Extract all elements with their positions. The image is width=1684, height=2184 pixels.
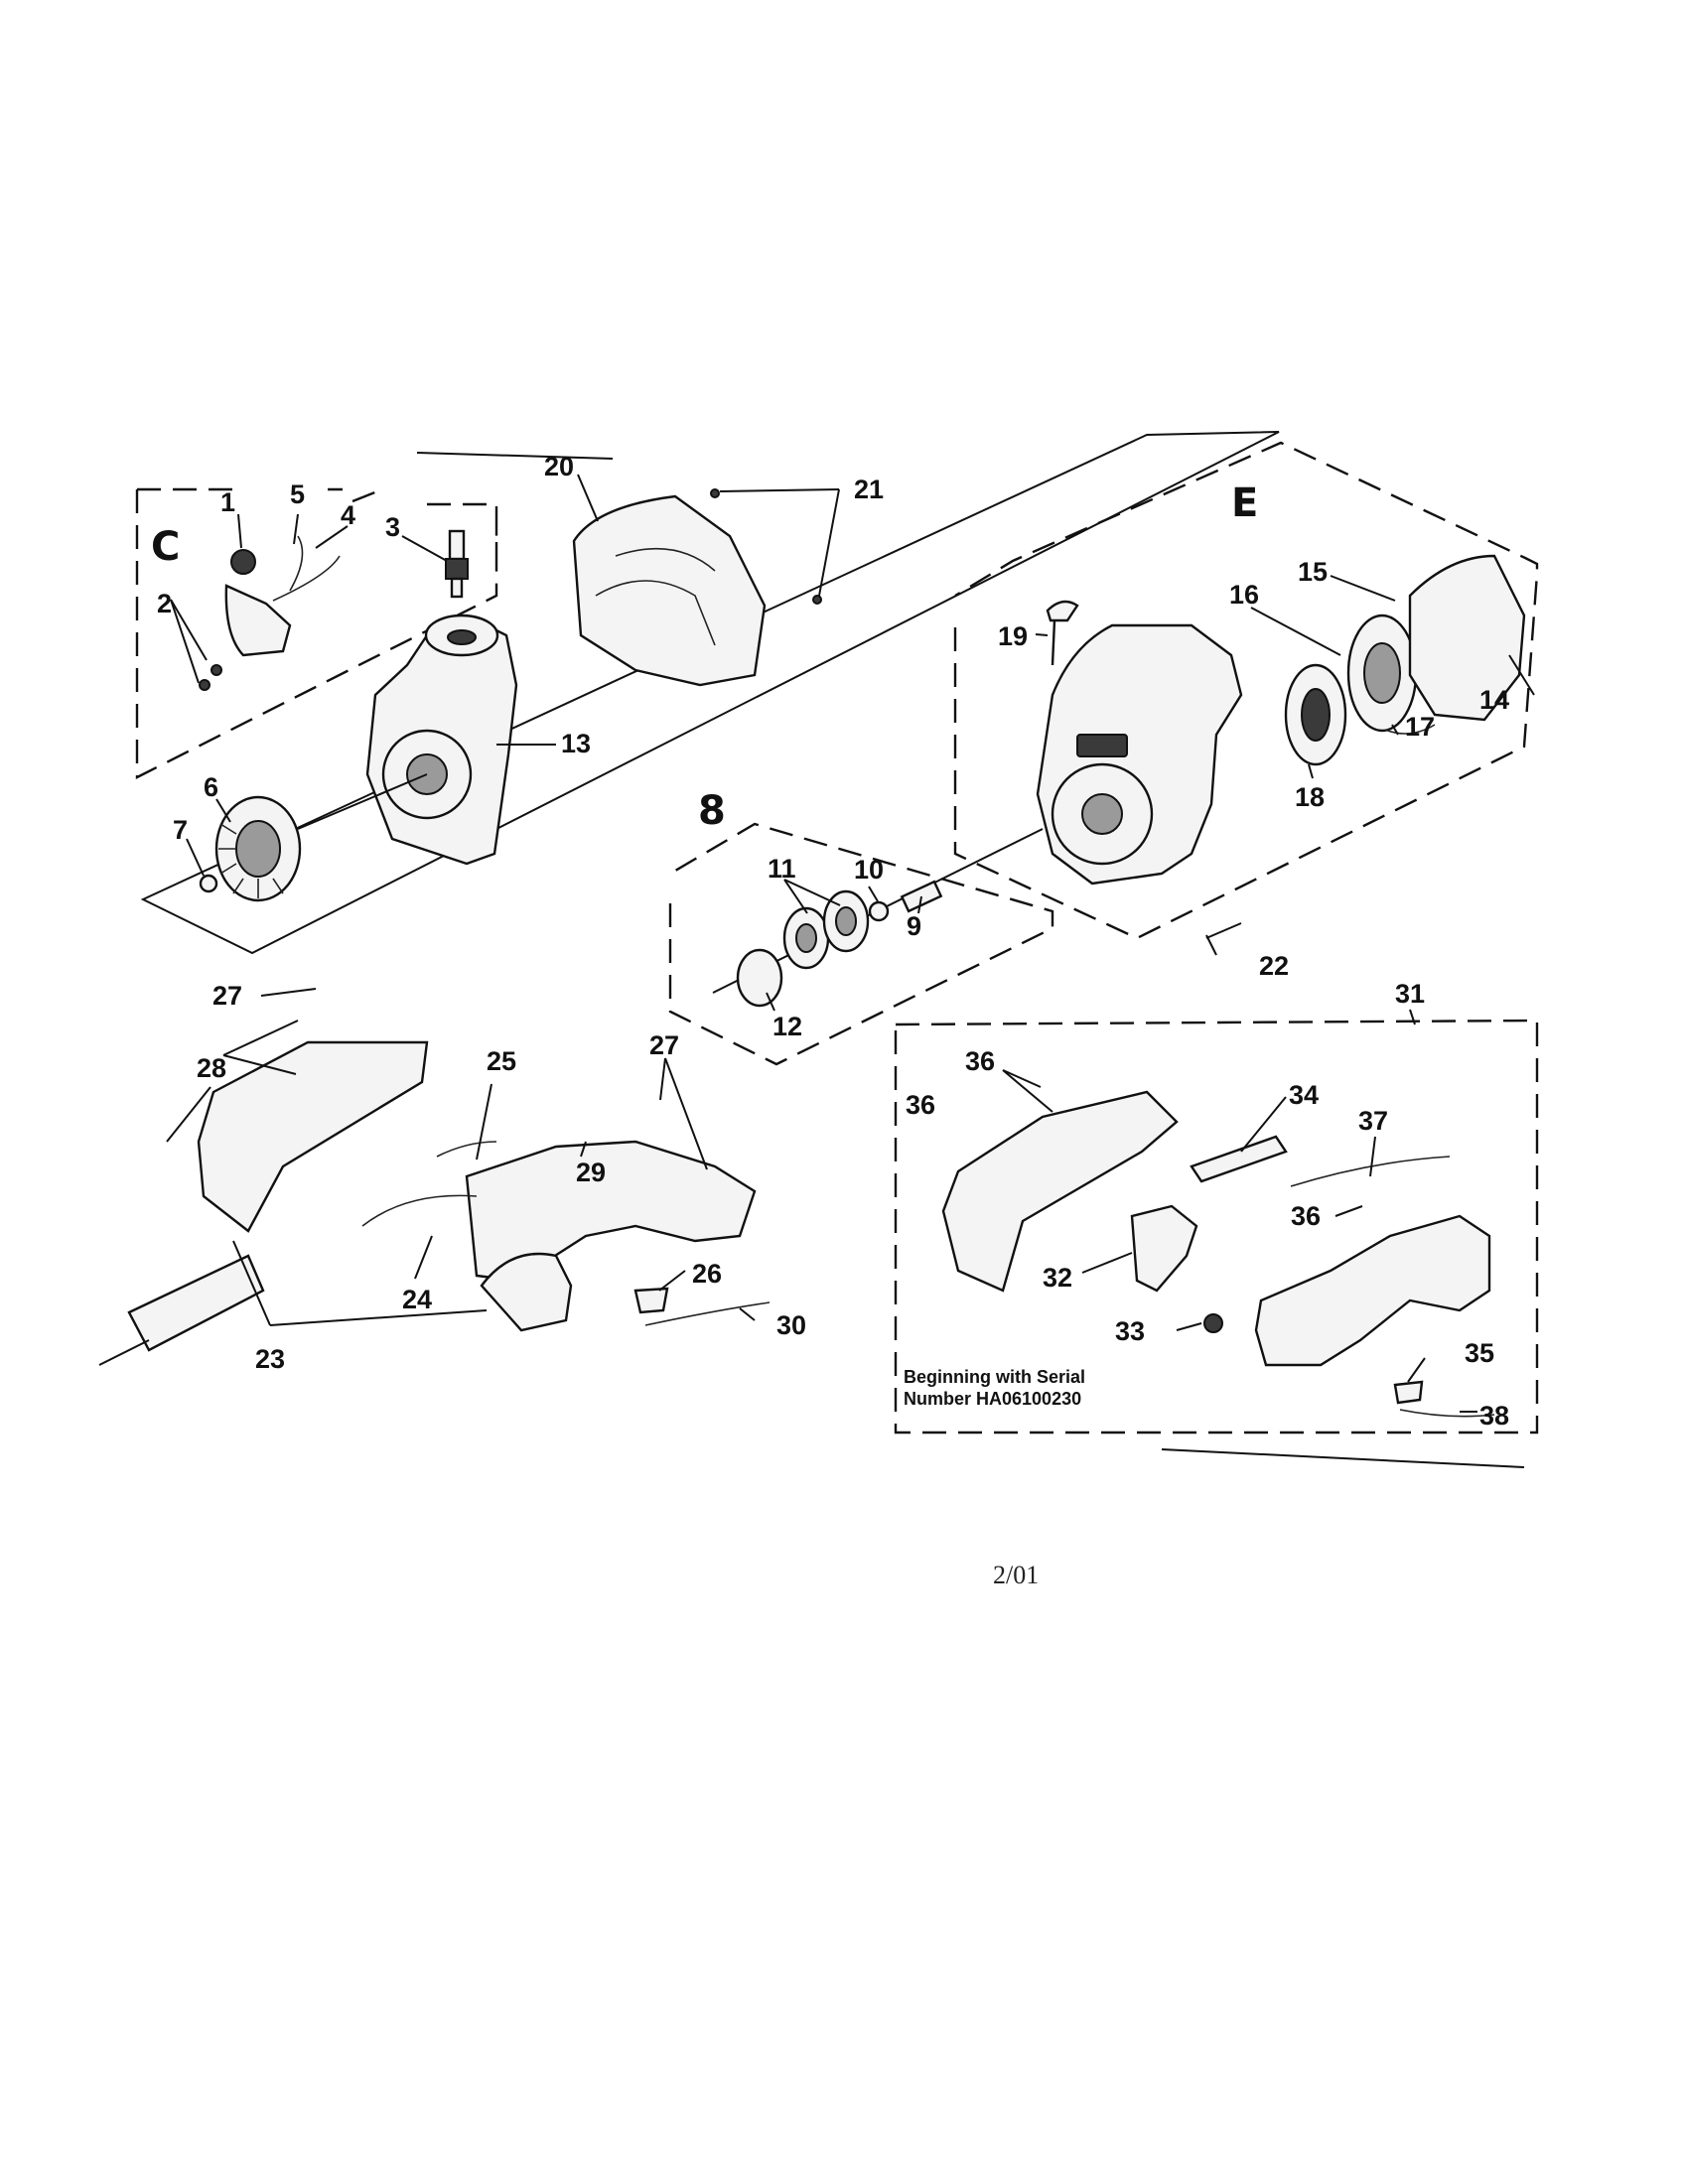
callout-9: 9 bbox=[907, 911, 921, 941]
starter-rope bbox=[1384, 724, 1436, 735]
callout-13: 13 bbox=[561, 729, 591, 758]
clutch-parts bbox=[712, 828, 1044, 1008]
cover-plate bbox=[1408, 554, 1526, 722]
group-31-underline bbox=[1161, 1448, 1525, 1468]
callout-3: 3 bbox=[385, 512, 400, 542]
group-31-box bbox=[894, 1019, 1539, 1434]
callout-35: 35 bbox=[1465, 1338, 1494, 1368]
callout-14: 14 bbox=[1479, 685, 1509, 715]
callout-36-b: 36 bbox=[906, 1090, 935, 1120]
group-8-box bbox=[668, 822, 1054, 1066]
callout-21: 21 bbox=[854, 475, 884, 504]
screw-21b bbox=[812, 595, 822, 605]
ignition-module bbox=[199, 549, 292, 691]
callout-10: 10 bbox=[854, 855, 884, 885]
callout-28: 28 bbox=[197, 1053, 226, 1083]
callout-27-b: 27 bbox=[649, 1030, 679, 1060]
callout-18: 18 bbox=[1295, 782, 1325, 812]
callout-33: 33 bbox=[1115, 1316, 1145, 1346]
starter-pulley bbox=[1284, 663, 1347, 766]
callout-16: 16 bbox=[1229, 580, 1259, 610]
group-letter-e: E bbox=[1231, 480, 1258, 526]
leader-lines bbox=[166, 474, 1535, 1413]
left-handle-assembly bbox=[98, 1040, 771, 1366]
callout-15: 15 bbox=[1298, 557, 1328, 587]
callout-24: 24 bbox=[402, 1285, 432, 1314]
callout-23: 23 bbox=[255, 1344, 285, 1374]
callout-1: 1 bbox=[220, 487, 235, 517]
clip-19 bbox=[1046, 600, 1079, 666]
ground-wire bbox=[272, 535, 341, 602]
callout-31: 31 bbox=[1395, 979, 1425, 1009]
callout-4: 4 bbox=[341, 500, 355, 530]
callout-38: 38 bbox=[1479, 1401, 1509, 1431]
callout-5: 5 bbox=[290, 479, 305, 509]
callout-36-c: 36 bbox=[1291, 1201, 1321, 1231]
callout-2: 2 bbox=[157, 589, 172, 618]
spark-plug bbox=[445, 529, 469, 599]
engine-shroud bbox=[572, 494, 767, 687]
page-footer: 2/01 bbox=[993, 1561, 1039, 1589]
callout-17: 17 bbox=[1405, 712, 1435, 742]
screw-21a bbox=[710, 488, 720, 498]
callout-12: 12 bbox=[772, 1012, 802, 1041]
callout-29: 29 bbox=[576, 1158, 606, 1187]
group-letter-c: C bbox=[151, 524, 180, 570]
callout-36-a: 36 bbox=[965, 1046, 995, 1076]
callout-7: 7 bbox=[173, 815, 188, 845]
callout-32: 32 bbox=[1043, 1263, 1072, 1293]
title-line bbox=[416, 452, 614, 460]
callout-34: 34 bbox=[1289, 1080, 1319, 1110]
callout-30: 30 bbox=[776, 1310, 806, 1340]
callout-19: 19 bbox=[998, 621, 1028, 651]
group-c-box bbox=[135, 487, 498, 779]
rewind-spring bbox=[1346, 614, 1418, 733]
washer-7 bbox=[199, 874, 218, 893]
engine-box bbox=[140, 431, 1280, 955]
engine bbox=[297, 614, 518, 866]
flywheel bbox=[214, 795, 302, 902]
callout-11: 11 bbox=[768, 854, 796, 884]
fan-housing bbox=[1036, 623, 1243, 886]
group-e-box bbox=[953, 441, 1539, 940]
callout-20: 20 bbox=[544, 452, 574, 481]
serial-note-line1: Beginning with Serial bbox=[904, 1367, 1085, 1387]
callout-25: 25 bbox=[487, 1046, 516, 1076]
serial-note-line2: Number HA06100230 bbox=[904, 1389, 1081, 1409]
right-handle-assembly bbox=[941, 1090, 1495, 1418]
callout-8: 8 bbox=[698, 788, 726, 834]
callout-37: 37 bbox=[1358, 1106, 1388, 1136]
callout-22: 22 bbox=[1259, 951, 1289, 981]
callout-27-a: 27 bbox=[212, 981, 242, 1011]
callout-6: 6 bbox=[204, 772, 218, 802]
callout-26: 26 bbox=[692, 1259, 722, 1289]
bolt-22 bbox=[1205, 922, 1242, 939]
